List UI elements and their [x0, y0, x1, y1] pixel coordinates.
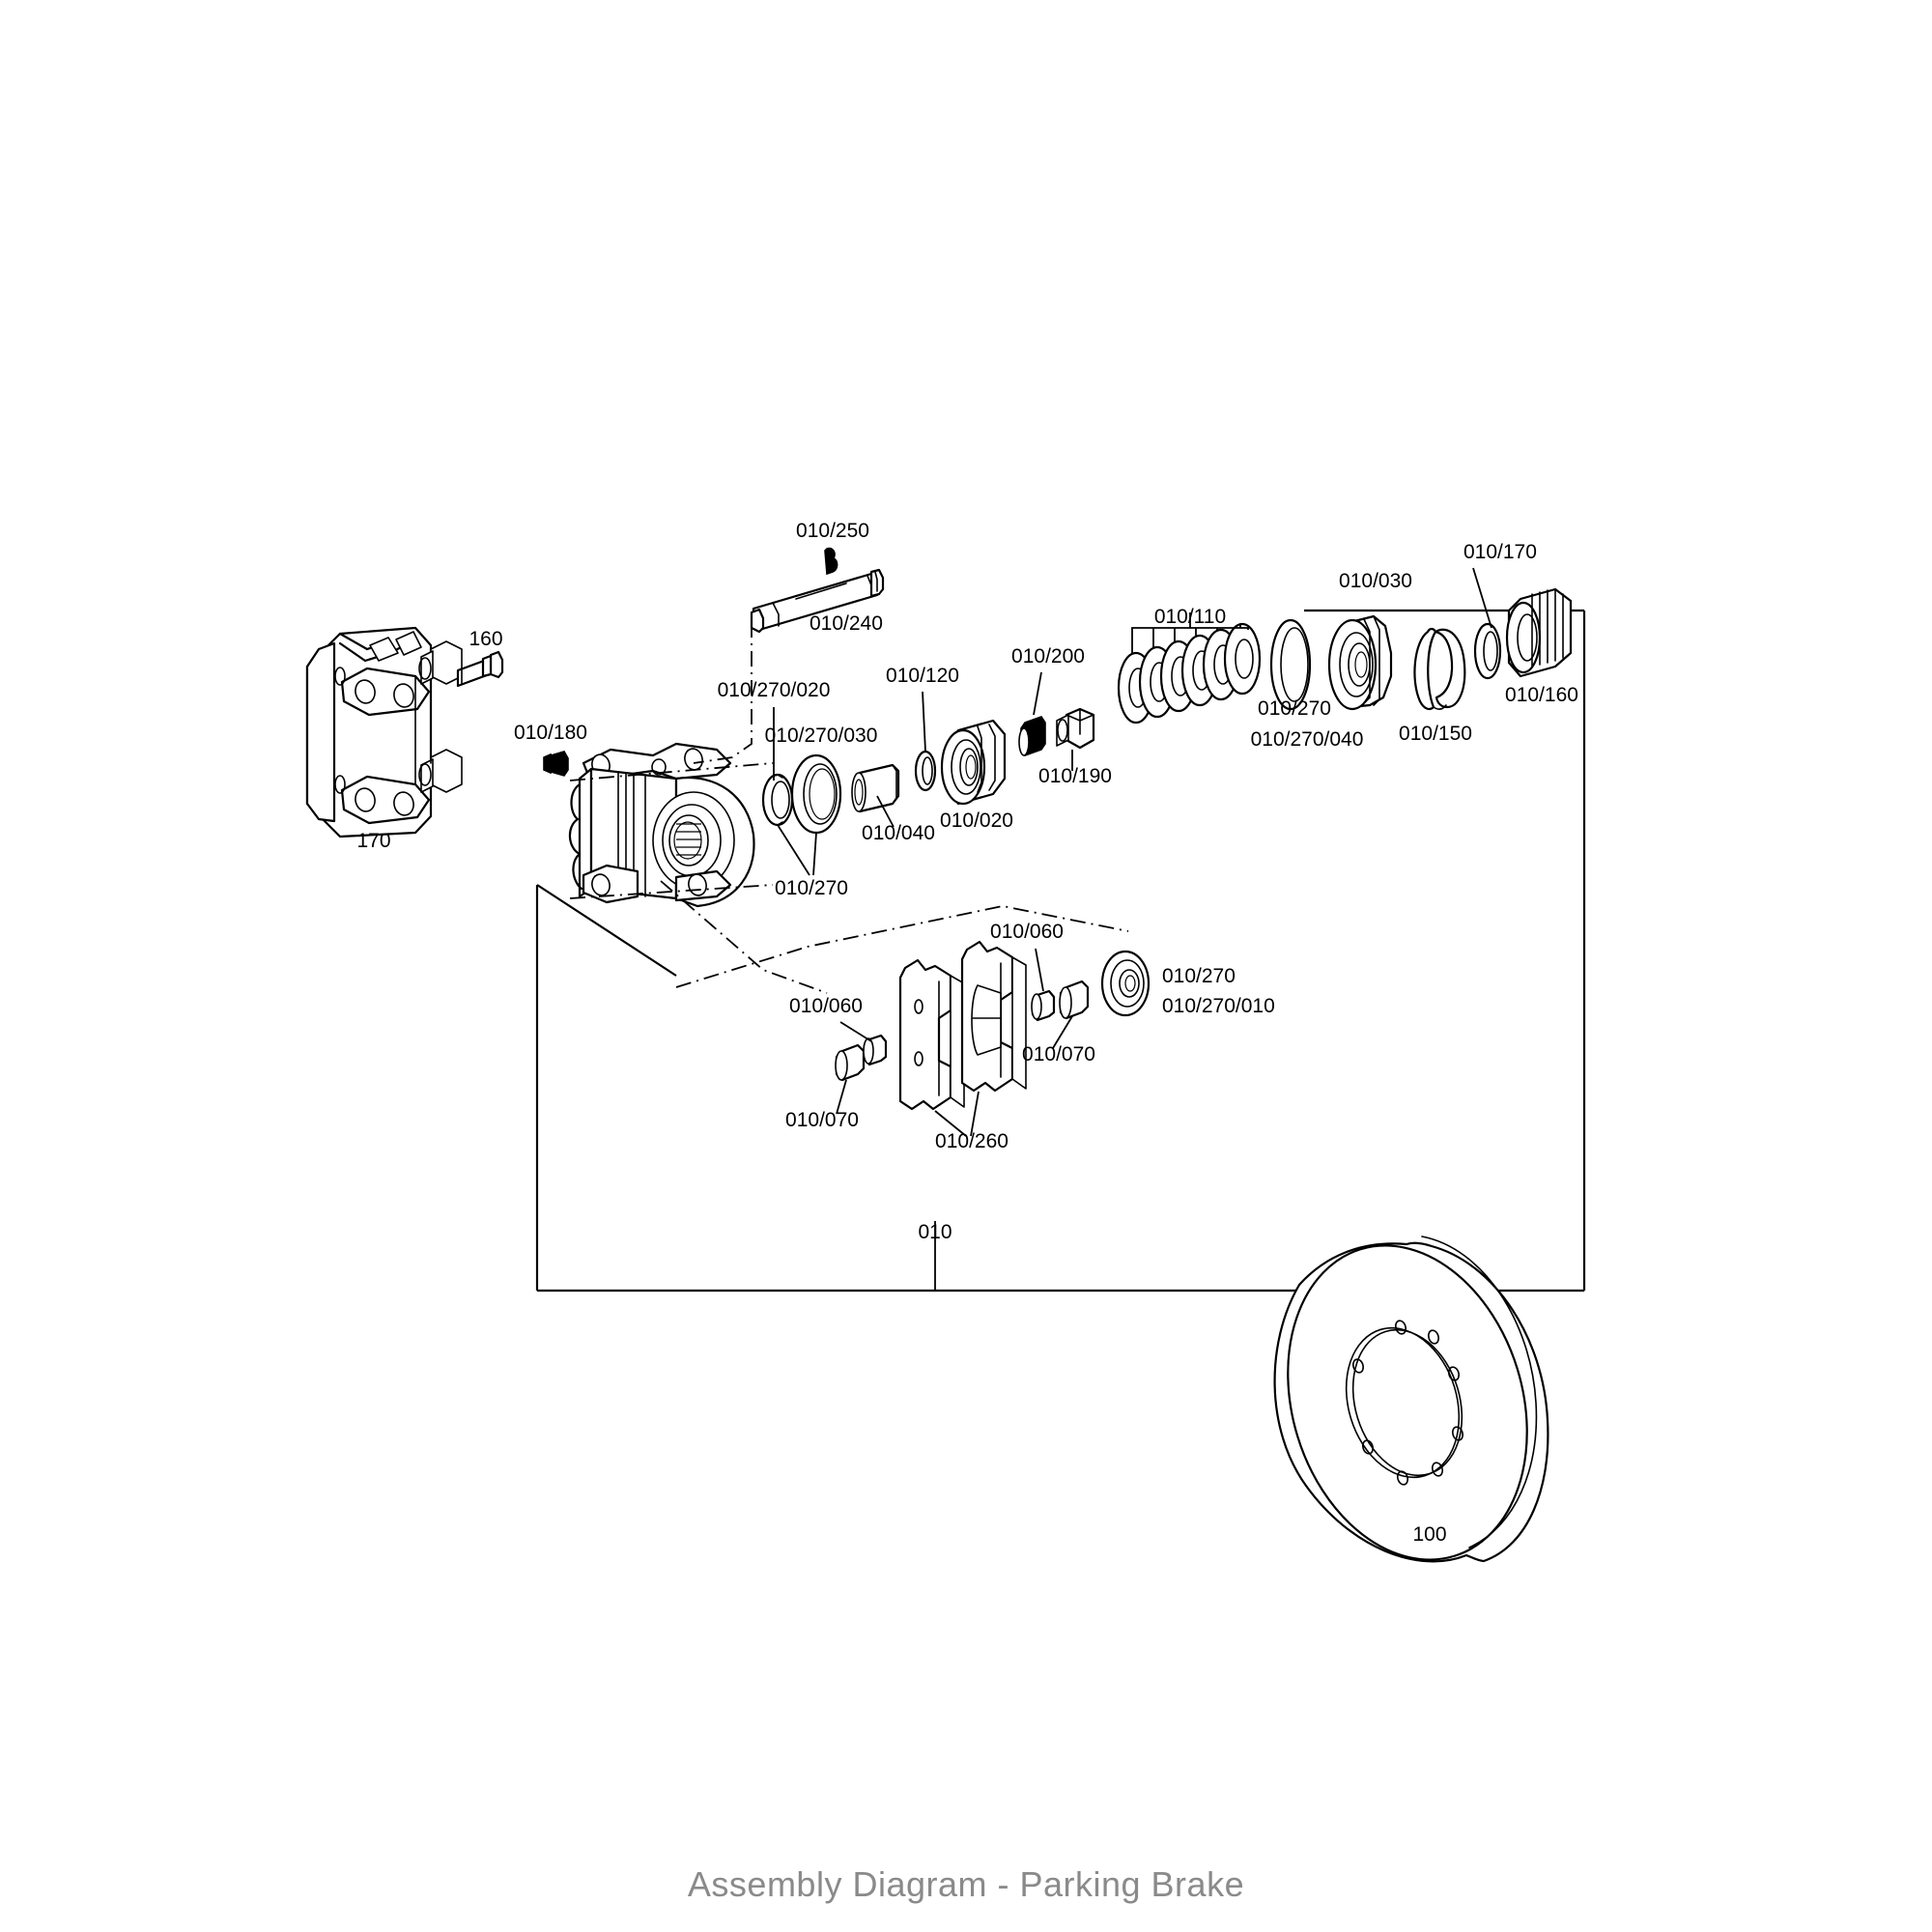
leader-060-left: [839, 1021, 872, 1042]
label-010-120: 010/120: [886, 665, 959, 687]
label-010-200: 010/200: [1011, 645, 1085, 668]
label-010: 010: [918, 1221, 952, 1243]
label-010-150: 010/150: [1399, 723, 1472, 745]
leader-070-left: [836, 1079, 847, 1115]
part-oring-large: [1269, 618, 1312, 711]
label-100: 100: [1412, 1523, 1446, 1546]
label-010-270-right: 010/270: [1258, 697, 1331, 720]
label-010-270-040: 010/270/040: [1251, 728, 1364, 751]
part-retaining-clip: [824, 547, 838, 576]
hidden-leader-guidepin: [693, 622, 753, 764]
part-brake-pad-1: [898, 958, 965, 1111]
part-tapered-bearing: [1327, 614, 1393, 711]
leader-060-right: [1035, 948, 1044, 992]
diagram-caption: Assembly Diagram - Parking Brake: [687, 1864, 1245, 1904]
label-010-160: 010/160: [1505, 684, 1578, 706]
label-010-030: 010/030: [1339, 570, 1412, 592]
label-010-270-030: 010/270/030: [765, 724, 878, 747]
leader-070-right: [1052, 1015, 1073, 1049]
part-oring-120: [914, 750, 937, 792]
leader-washer-170: [1472, 567, 1492, 629]
label-010-180: 010/180: [514, 722, 587, 744]
label-010-040: 010/040: [862, 822, 935, 844]
label-010-270-010: 010/270/010: [1162, 995, 1275, 1017]
assembly-010-frame: [535, 609, 1586, 1293]
leader-pads: [934, 1091, 980, 1137]
part-snap-ring: [1413, 627, 1466, 711]
leader-seal-group: [777, 824, 817, 876]
label-010-250: 010/250: [796, 520, 869, 542]
part-bleeder-screw: [543, 751, 569, 777]
part-caliper-housing: [568, 742, 774, 908]
part-guide-sleeve-cap-left: [835, 1043, 866, 1082]
label-010-270-group: 010/270: [775, 877, 848, 899]
label-010-110: 010/110: [1154, 606, 1226, 628]
part-seal-large: [790, 753, 842, 835]
part-mounting-bolt: [456, 650, 504, 688]
label-010-170: 010/170: [1463, 541, 1537, 563]
label-010-070-left: 010/070: [785, 1109, 859, 1131]
part-seal-right: [1100, 950, 1151, 1017]
part-carrier-bracket: [305, 626, 463, 838]
part-guide-pin: [750, 568, 885, 634]
label-010-260: 010/260: [935, 1130, 1009, 1152]
leader-pin-200: [1033, 671, 1042, 716]
part-adjusting-nut: [1505, 587, 1573, 678]
label-010-060-left: 010/060: [789, 995, 863, 1017]
part-washer-stack: [1117, 612, 1262, 724]
part-hex-nut: [1056, 707, 1095, 750]
part-brake-pad-2: [960, 940, 1027, 1093]
label-010-020: 010/020: [940, 810, 1013, 832]
label-010-060-right: 010/060: [990, 921, 1064, 943]
part-piston: [940, 719, 1007, 806]
label-010-270-020: 010/270/020: [718, 679, 831, 701]
leader-oring-120: [922, 691, 926, 753]
leader-bushing: [876, 795, 895, 828]
part-dowel-pin: [1018, 716, 1046, 756]
label-010-190: 010/190: [1038, 765, 1112, 787]
part-brake-disc: [1273, 1236, 1549, 1563]
part-seal-small: [761, 773, 794, 827]
label-170: 170: [356, 830, 390, 852]
label-010-070-right: 010/070: [1022, 1043, 1095, 1065]
label-010-270-right2: 010/270: [1162, 965, 1236, 987]
part-guide-sleeve-left: [863, 1034, 888, 1066]
hidden-leaders-pads: [660, 880, 1129, 994]
part-thrust-washer: [1473, 622, 1502, 680]
label-010-240: 010/240: [810, 612, 883, 635]
label-160: 160: [469, 628, 502, 650]
part-guide-sleeve-cap-right: [1059, 980, 1090, 1020]
part-guide-sleeve-right: [1031, 989, 1056, 1022]
part-bushing: [851, 763, 900, 813]
